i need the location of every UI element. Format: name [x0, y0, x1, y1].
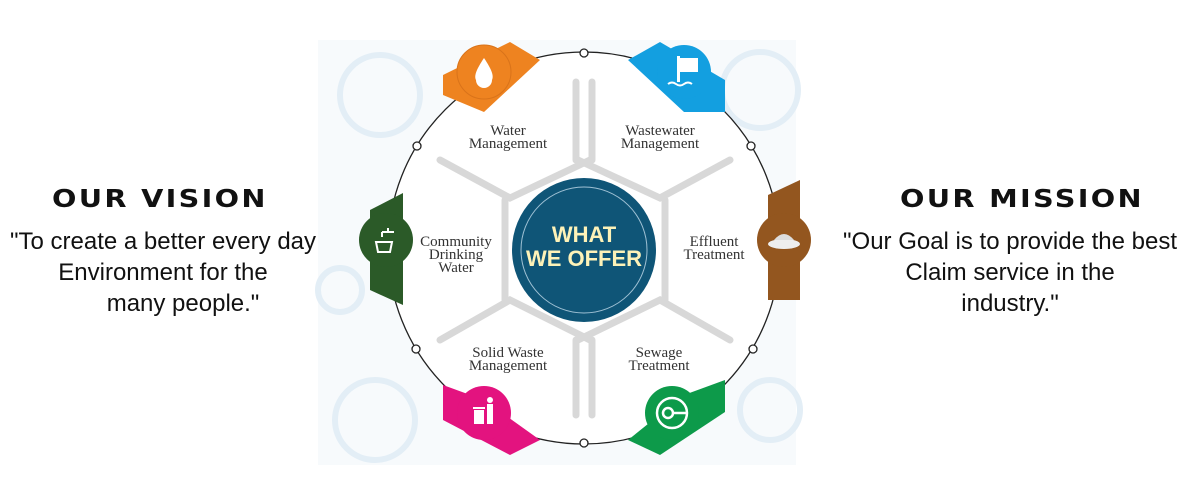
svg-text:Management: Management [469, 136, 548, 152]
drain-pipe-icon [667, 56, 698, 87]
svg-text:Management: Management [469, 358, 548, 374]
service-label-water-management: Water Management [469, 123, 548, 152]
svg-text:Drinking: Drinking [429, 247, 484, 263]
svg-text:Solid Waste: Solid Waste [472, 345, 544, 361]
water-drop-gear-icon [475, 58, 493, 88]
badge-wastewater-management[interactable] [628, 42, 725, 112]
svg-text:Effluent: Effluent [690, 234, 740, 250]
mission-quote: "Our Goal is to provide the best Claim s… [843, 228, 1178, 317]
trash-bin-person-icon [473, 397, 493, 424]
svg-text:Management: Management [621, 136, 700, 152]
ring-nodes [411, 48, 758, 448]
center-badge: WHAT WE OFFER [512, 178, 656, 322]
water-tap-icon [374, 228, 394, 253]
center-title-line1: WHAT [552, 222, 617, 247]
hex-dividers [436, 78, 734, 419]
service-label-sewage-treatment: Sewage Treatment [628, 345, 690, 374]
badge-effluent-treatment[interactable] [757, 180, 811, 300]
svg-text:Treatment: Treatment [628, 358, 690, 374]
vision-heading: OUR VISION [52, 184, 268, 213]
svg-text:Water: Water [490, 123, 525, 139]
badge-sewage-treatment[interactable] [628, 380, 725, 455]
service-label-wastewater-management: Wastewater Management [621, 123, 700, 152]
vision-quote: "To create a better every day Environmen… [10, 228, 317, 317]
svg-text:Wastewater: Wastewater [625, 123, 695, 139]
svg-text:Water: Water [438, 260, 473, 276]
service-label-solid-waste-management: Solid Waste Management [469, 345, 548, 374]
badge-water-management[interactable] [443, 42, 540, 112]
mission-heading: OUR MISSION [900, 184, 1144, 213]
svg-text:Community: Community [420, 234, 492, 250]
svg-text:Sewage: Sewage [636, 345, 683, 361]
svg-text:Treatment: Treatment [683, 247, 745, 263]
badge-community-drinking-water[interactable] [359, 193, 413, 305]
service-label-effluent-treatment: Effluent Treatment [683, 234, 745, 263]
badge-solid-waste-management[interactable] [443, 385, 540, 455]
effluent-icon [768, 234, 800, 249]
center-title-line2: WE OFFER [526, 246, 642, 271]
sewage-pipe-icon [655, 396, 689, 430]
service-label-community-drinking-water: Community Drinking Water [420, 234, 492, 276]
